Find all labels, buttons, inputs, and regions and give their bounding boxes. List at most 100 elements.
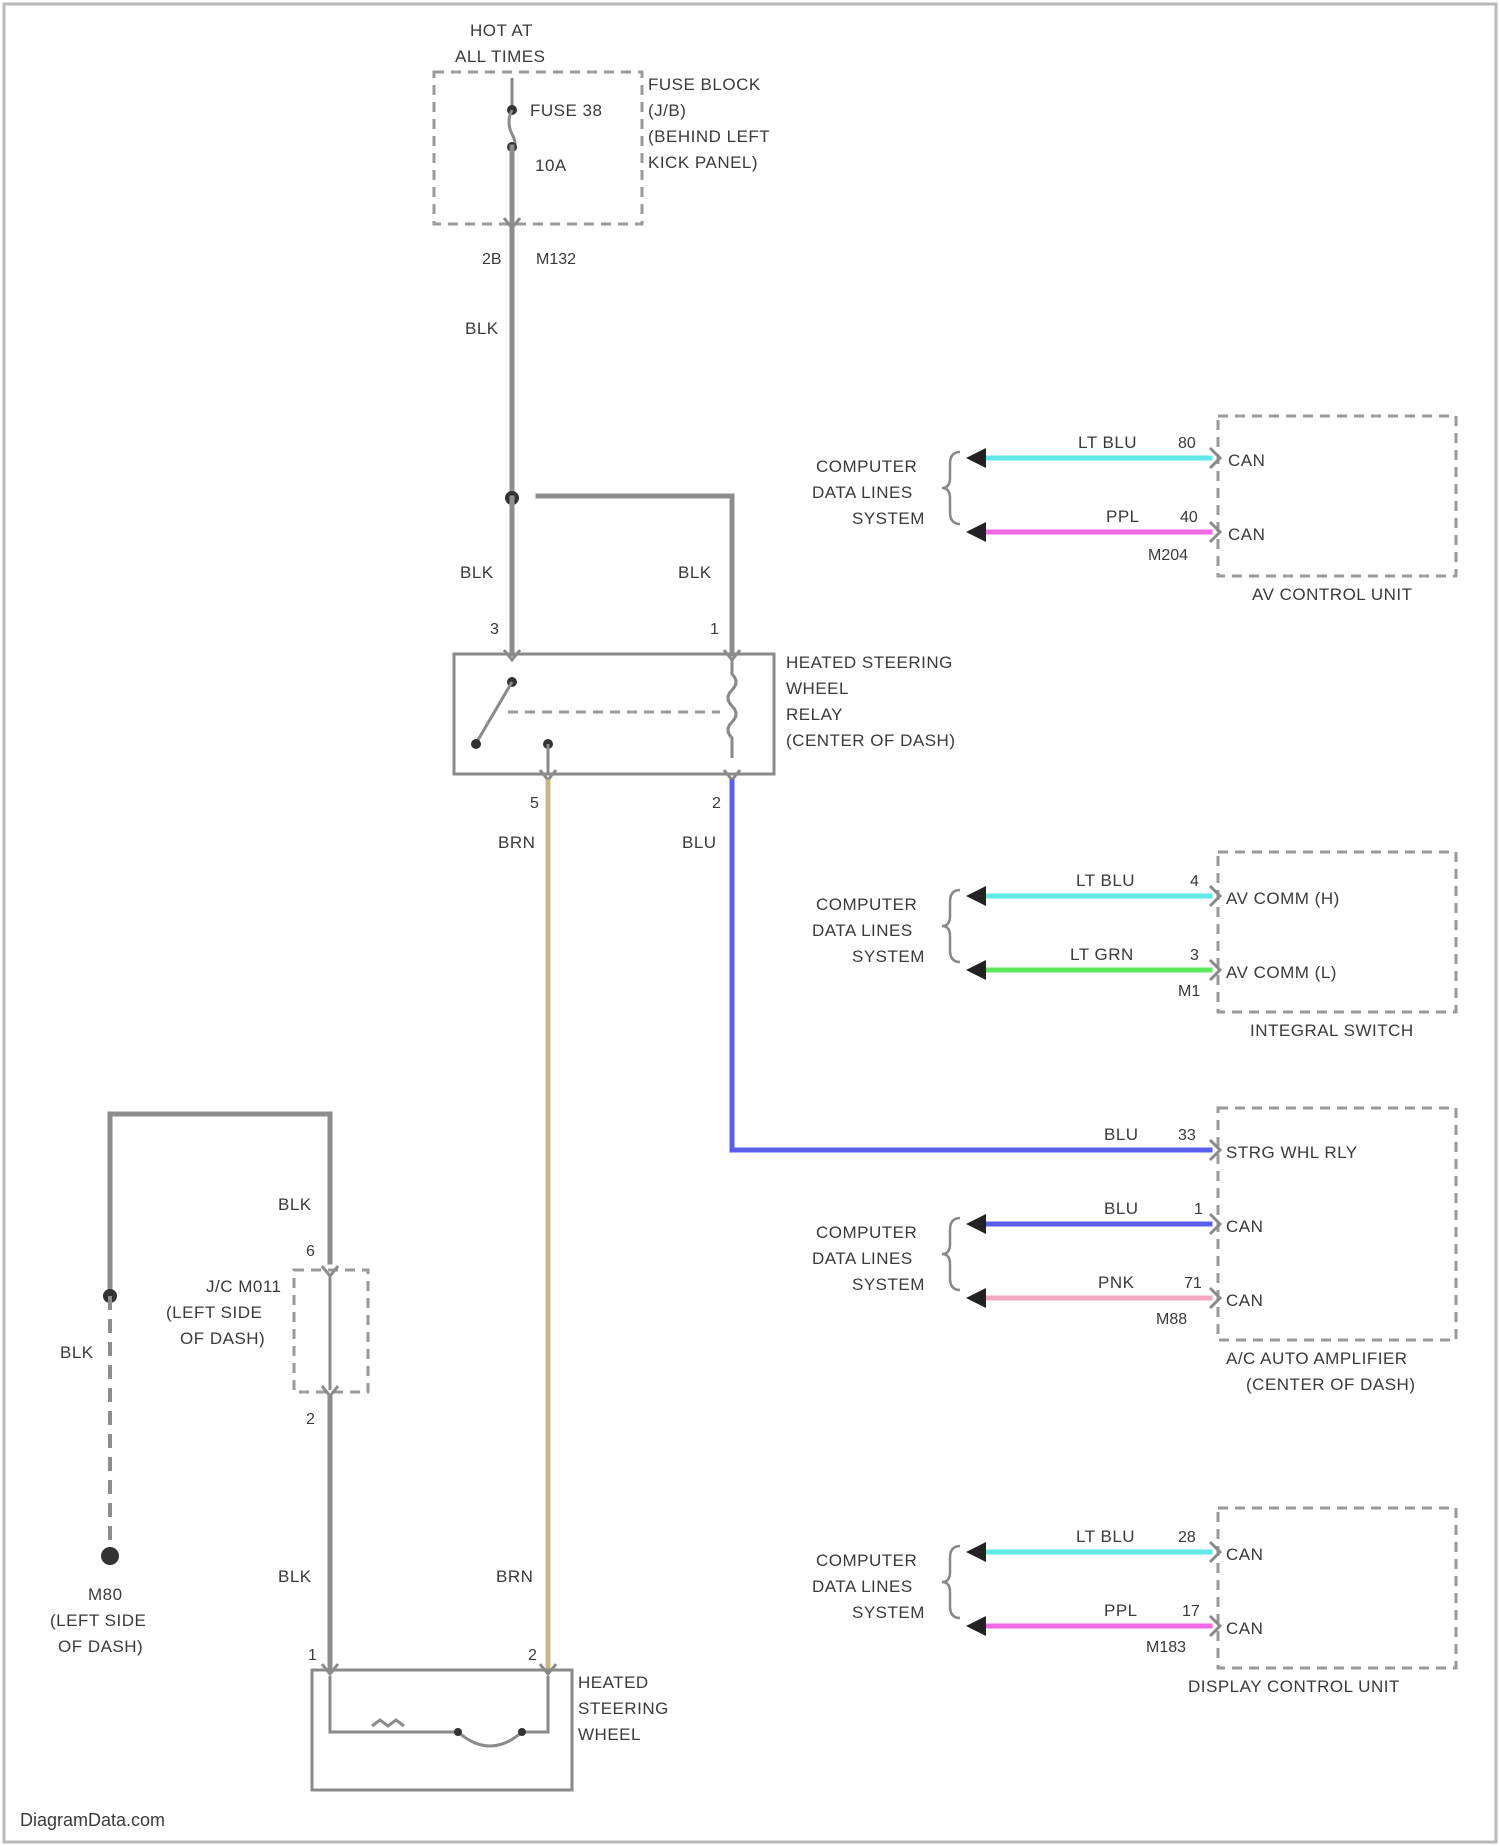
wire-label-relay-pin2: BLU bbox=[682, 833, 717, 852]
cdls-label-line-3: SYSTEM bbox=[852, 947, 925, 966]
signal-av-can-h: CAN bbox=[1228, 451, 1265, 470]
fuse-name: FUSE 38 bbox=[530, 101, 602, 120]
pin-amp-can-h: 1 bbox=[1194, 1201, 1203, 1218]
cdls-label-line-1: COMPUTER bbox=[816, 1551, 917, 1570]
pin-av-can-h: 80 bbox=[1178, 435, 1196, 452]
signal-amp-can-l: CAN bbox=[1226, 1291, 1263, 1310]
jc-pin-bottom: 2 bbox=[306, 1411, 315, 1428]
wire-label-switch-comm-l: LT GRN bbox=[1070, 945, 1134, 964]
heated-wheel-label-2: STEERING bbox=[578, 1699, 669, 1718]
heated-steering-wheel: HEATED STEERING WHEEL bbox=[312, 1664, 669, 1790]
fuse-block: HOT AT ALL TIMES FUSE 38 10A FUSE BLOCK … bbox=[434, 21, 770, 268]
heated-wheel-label-3: WHEEL bbox=[578, 1725, 641, 1744]
fuse-pin: 2B bbox=[482, 251, 502, 268]
fuse-rating: 10A bbox=[535, 156, 567, 175]
jc-pin-top: 6 bbox=[306, 1243, 315, 1260]
module-outline bbox=[1218, 1508, 1456, 1668]
jc-label-2: (LEFT SIDE bbox=[166, 1303, 262, 1322]
wire-label-av-can-l: PPL bbox=[1106, 507, 1140, 526]
wire-label-amp-strg-whl-rly: BLU bbox=[1104, 1125, 1139, 1144]
connector-av-control-unit: M204 bbox=[1148, 547, 1188, 564]
relay-label-1: HEATED STEERING bbox=[786, 653, 953, 672]
wire-label-switch-comm-h: LT BLU bbox=[1076, 871, 1135, 890]
pin-amp-strg-whl-rly: 33 bbox=[1178, 1127, 1196, 1144]
relay-pin-5: 5 bbox=[530, 795, 539, 812]
module-name-ac-auto-amplifier-line-2: (CENTER OF DASH) bbox=[1246, 1375, 1416, 1394]
wire-label-ground: BLK bbox=[60, 1343, 94, 1362]
signal-av-can-l: CAN bbox=[1228, 525, 1265, 544]
pin-display-can-h: 28 bbox=[1178, 1529, 1196, 1546]
relay-label-2: WHEEL bbox=[786, 679, 849, 698]
relay-pin-2: 2 bbox=[712, 795, 721, 812]
ground-label-2: (LEFT SIDE bbox=[50, 1611, 146, 1630]
junction-connector-m011: J/C M011 (LEFT SIDE OF DASH) bbox=[166, 1266, 368, 1396]
wire-relay-pin2 bbox=[732, 782, 1210, 1150]
wire-label-wheel-pin1-upper: BLK bbox=[278, 1195, 312, 1214]
cdls-label-line-1: COMPUTER bbox=[816, 1223, 917, 1242]
wire-label-amp-can-l: PNK bbox=[1098, 1273, 1135, 1292]
relay-pin-1: 1 bbox=[710, 621, 719, 638]
relay-label-4: (CENTER OF DASH) bbox=[786, 731, 956, 750]
fuse-block-label-2: (J/B) bbox=[648, 101, 686, 120]
diagram-frame bbox=[4, 4, 1496, 1842]
cdls-label-line-2: DATA LINES bbox=[812, 921, 913, 940]
connector-integral-switch: M1 bbox=[1178, 983, 1200, 1000]
module-name-av-control-unit: AV CONTROL UNIT bbox=[1252, 585, 1413, 604]
relay-box bbox=[454, 654, 774, 774]
signal-amp-strg-whl-rly: STRG WHL RLY bbox=[1226, 1143, 1358, 1162]
signal-switch-comm-l: AV COMM (L) bbox=[1226, 963, 1337, 982]
cdls-label-line-1: COMPUTER bbox=[816, 895, 917, 914]
cdls-label-group: COMPUTER DATA LINES SYSTEM bbox=[812, 1223, 925, 1294]
wire-label-relay-pin5: BRN bbox=[498, 833, 535, 852]
signal-amp-can-h: CAN bbox=[1226, 1217, 1263, 1236]
module-av-control-unit: COMPUTER DATA LINES SYSTEM LT BLU 80 CAN… bbox=[812, 416, 1456, 604]
pin-switch-comm-l: 3 bbox=[1190, 947, 1199, 964]
heated-wheel-label-1: HEATED bbox=[578, 1673, 649, 1692]
wire-label-relay-pin3: BLK bbox=[460, 563, 494, 582]
cdls-label-group: COMPUTER DATA LINES SYSTEM bbox=[812, 895, 925, 966]
cdls-label-line-3: SYSTEM bbox=[852, 509, 925, 528]
wire-label-fuse-to-splice: BLK bbox=[465, 319, 499, 338]
pin-amp-can-l: 71 bbox=[1184, 1275, 1202, 1292]
module-display-control-unit: COMPUTER DATA LINES SYSTEM LT BLU 28 CAN… bbox=[812, 1508, 1456, 1696]
relay-pin-3: 3 bbox=[490, 621, 499, 638]
cdls-label-line-3: SYSTEM bbox=[852, 1275, 925, 1294]
signal-display-can-h: CAN bbox=[1226, 1545, 1263, 1564]
wheel-pin-2: 2 bbox=[528, 1647, 537, 1664]
pin-switch-comm-h: 4 bbox=[1190, 873, 1199, 890]
pin-av-can-l: 40 bbox=[1180, 509, 1198, 526]
hot-at-all-times-line-1: HOT AT bbox=[470, 21, 533, 40]
fuse-block-outline bbox=[434, 72, 642, 224]
heated-steering-wheel-relay: HEATED STEERING WHEEL RELAY (CENTER OF D… bbox=[454, 650, 956, 780]
module-name-integral-switch: INTEGRAL SWITCH bbox=[1250, 1021, 1414, 1040]
wire-label-wheel-pin2: BRN bbox=[496, 1567, 533, 1586]
cdls-label-group: COMPUTER DATA LINES SYSTEM bbox=[812, 457, 925, 528]
cdls-label-line-2: DATA LINES bbox=[812, 483, 913, 502]
ground-point bbox=[101, 1547, 119, 1565]
fuse-block-label-4: KICK PANEL) bbox=[648, 153, 758, 172]
cdls-label-group: COMPUTER DATA LINES SYSTEM bbox=[812, 1551, 925, 1622]
pin-display-can-l: 17 bbox=[1182, 1603, 1200, 1620]
signal-display-can-l: CAN bbox=[1226, 1619, 1263, 1638]
wire-label-relay-pin1: BLK bbox=[678, 563, 712, 582]
wheel-pin-1: 1 bbox=[308, 1647, 317, 1664]
wire-label-av-can-h: LT BLU bbox=[1078, 433, 1137, 452]
hot-at-all-times-line-2: ALL TIMES bbox=[455, 47, 545, 66]
cdls-label-line-2: DATA LINES bbox=[812, 1577, 913, 1596]
fuse-block-label-1: FUSE BLOCK bbox=[648, 75, 761, 94]
module-outline bbox=[1218, 852, 1456, 1012]
ground-label-1: M80 bbox=[88, 1585, 123, 1604]
jc-label-3: OF DASH) bbox=[180, 1329, 265, 1348]
jc-label-1: J/C M011 bbox=[206, 1277, 282, 1296]
module-name-ac-auto-amplifier: A/C AUTO AMPLIFIER bbox=[1226, 1349, 1408, 1368]
module-name-display-control-unit: DISPLAY CONTROL UNIT bbox=[1188, 1677, 1400, 1696]
fuse-connector: M132 bbox=[536, 251, 576, 268]
cdls-label-line-2: DATA LINES bbox=[812, 1249, 913, 1268]
heated-wheel-box bbox=[312, 1670, 572, 1790]
relay-label-3: RELAY bbox=[786, 705, 843, 724]
connector-ac-auto-amplifier: M88 bbox=[1156, 1311, 1187, 1328]
cdls-label-line-1: COMPUTER bbox=[816, 457, 917, 476]
wire-label-display-can-l: PPL bbox=[1104, 1601, 1138, 1620]
module-integral-switch: COMPUTER DATA LINES SYSTEM LT BLU 4 AV C… bbox=[812, 852, 1456, 1040]
